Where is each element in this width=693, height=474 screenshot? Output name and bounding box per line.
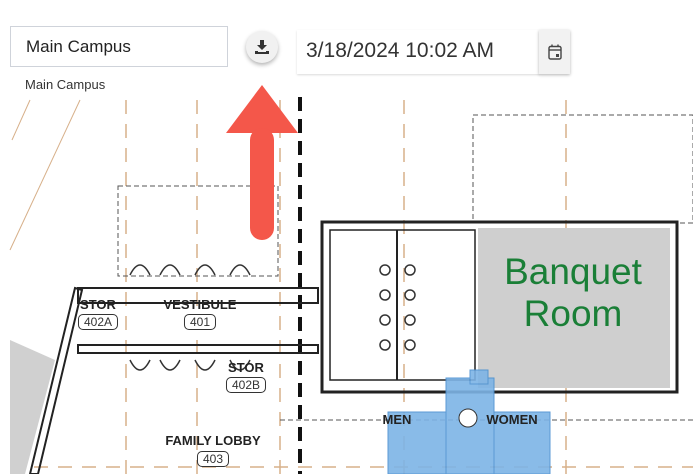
datetime-input[interactable]: 3/18/2024 10:02 AM (297, 30, 540, 74)
download-button[interactable] (246, 31, 278, 63)
room-label: WOMEN (486, 412, 538, 427)
calendar-icon (547, 44, 562, 60)
banquet-room-highlight[interactable] (478, 228, 670, 388)
room-number: 402B (225, 377, 267, 393)
site-select[interactable]: Main Campus (10, 26, 228, 67)
banquet-room-label-line2: Room (523, 293, 623, 334)
room-label: VESTIBULE (163, 297, 237, 312)
site-label: Main Campus (25, 77, 106, 92)
room-label: STOR (228, 360, 264, 375)
room-label: STOR (80, 297, 116, 312)
download-icon (255, 40, 269, 54)
room-number: 402A (77, 314, 119, 330)
room-label: MEN (382, 412, 412, 427)
room-label: FAMILY LOBBY (165, 433, 261, 448)
room-number: 401 (183, 314, 217, 330)
selected-area-shape[interactable] (387, 369, 551, 474)
room-number: 403 (196, 451, 230, 467)
banquet-room-label-line1: Banquet (504, 251, 642, 292)
calendar-button[interactable] (539, 30, 570, 74)
